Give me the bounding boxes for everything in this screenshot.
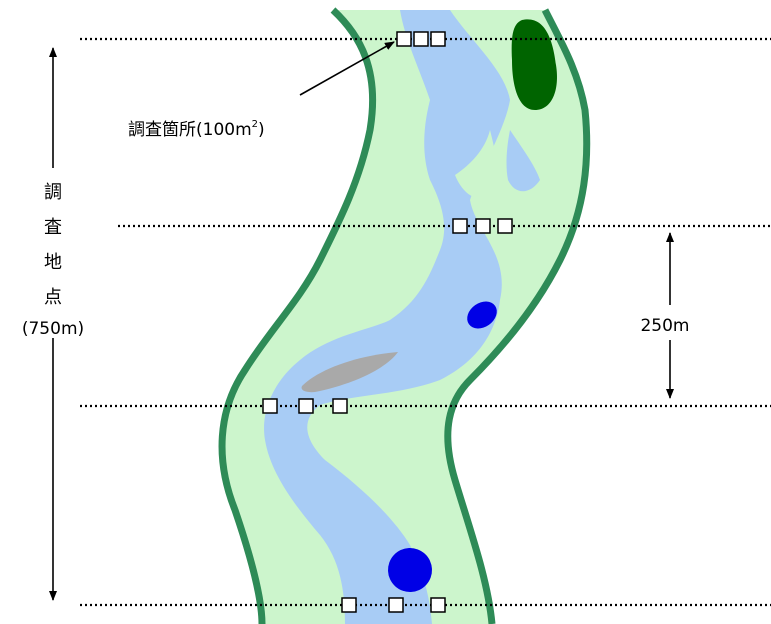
survey-plots-row-2	[452, 218, 513, 234]
deep-pool-upper	[467, 301, 497, 329]
survey-plot	[475, 218, 491, 234]
survey-site-label: 調査箇所(100m2)	[128, 119, 265, 140]
survey-plot	[262, 398, 278, 414]
interval-label: 250m	[640, 316, 689, 336]
vertical-title-char-4: 点	[44, 287, 62, 308]
water-channel	[264, 10, 510, 624]
survey-plot	[298, 398, 314, 414]
survey-plot	[388, 597, 404, 613]
survey-plot	[413, 31, 429, 47]
right-bank-line	[444, 8, 591, 624]
survey-plot	[452, 218, 468, 234]
survey-plot	[497, 218, 513, 234]
vertical-title-char-2: 査	[44, 217, 62, 238]
survey-plot	[341, 597, 357, 613]
channel-island	[455, 130, 498, 199]
survey-plot	[430, 31, 446, 47]
deep-pool-lower	[388, 548, 432, 592]
callout-arrow	[299, 41, 395, 96]
survey-plot	[332, 398, 348, 414]
vegetation-patch	[511, 19, 558, 110]
vertical-title-char-1: 調	[44, 182, 62, 203]
total-length-label: (750m)	[22, 319, 84, 339]
survey-plot	[430, 597, 446, 613]
survey-plot	[396, 31, 412, 47]
survey-plots-row-4	[341, 597, 446, 613]
vertical-title-char-3: 地	[44, 252, 62, 273]
survey-plots-row-3	[262, 398, 348, 414]
left-bank-line	[218, 7, 377, 624]
sandbar	[301, 352, 398, 393]
survey-plots-row-1	[396, 31, 446, 47]
side-pool	[506, 130, 540, 192]
